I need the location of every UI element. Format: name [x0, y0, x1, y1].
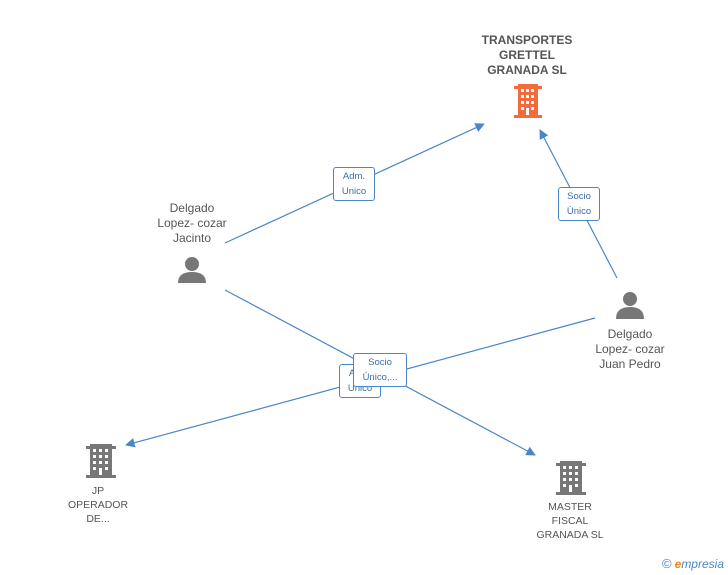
edge-label-juanpedro-main: Socio Único [558, 187, 600, 221]
node-label-main-company[interactable]: TRANSPORTES GRETTEL GRANADA SL [481, 33, 573, 77]
node-label-company-master[interactable]: MASTER FISCAL GRANADA SL [536, 501, 604, 541]
person-icon-juan-pedro[interactable] [616, 292, 644, 319]
building-icon-master[interactable] [556, 461, 586, 495]
footer-branding[interactable]: © empresia [662, 556, 724, 571]
building-icon-jp[interactable] [86, 444, 116, 478]
copyright-icon: © [662, 556, 672, 571]
brand-logo: empresia [674, 556, 724, 571]
edge-label-jacinto-main: Adm. Unico [333, 167, 375, 201]
node-label-person-juan-pedro[interactable]: Delgado Lopez- cozar Juan Pedro [595, 327, 665, 371]
person-icon-jacinto[interactable] [178, 257, 206, 283]
building-icon-main[interactable] [514, 84, 542, 118]
node-label-company-jp[interactable]: JP OPERADOR DE... [67, 485, 129, 525]
node-label-person-jacinto[interactable]: Delgado Lopez- cozar Jacinto [157, 201, 227, 245]
edge-label-to-master: Socio Único,... [353, 353, 407, 387]
